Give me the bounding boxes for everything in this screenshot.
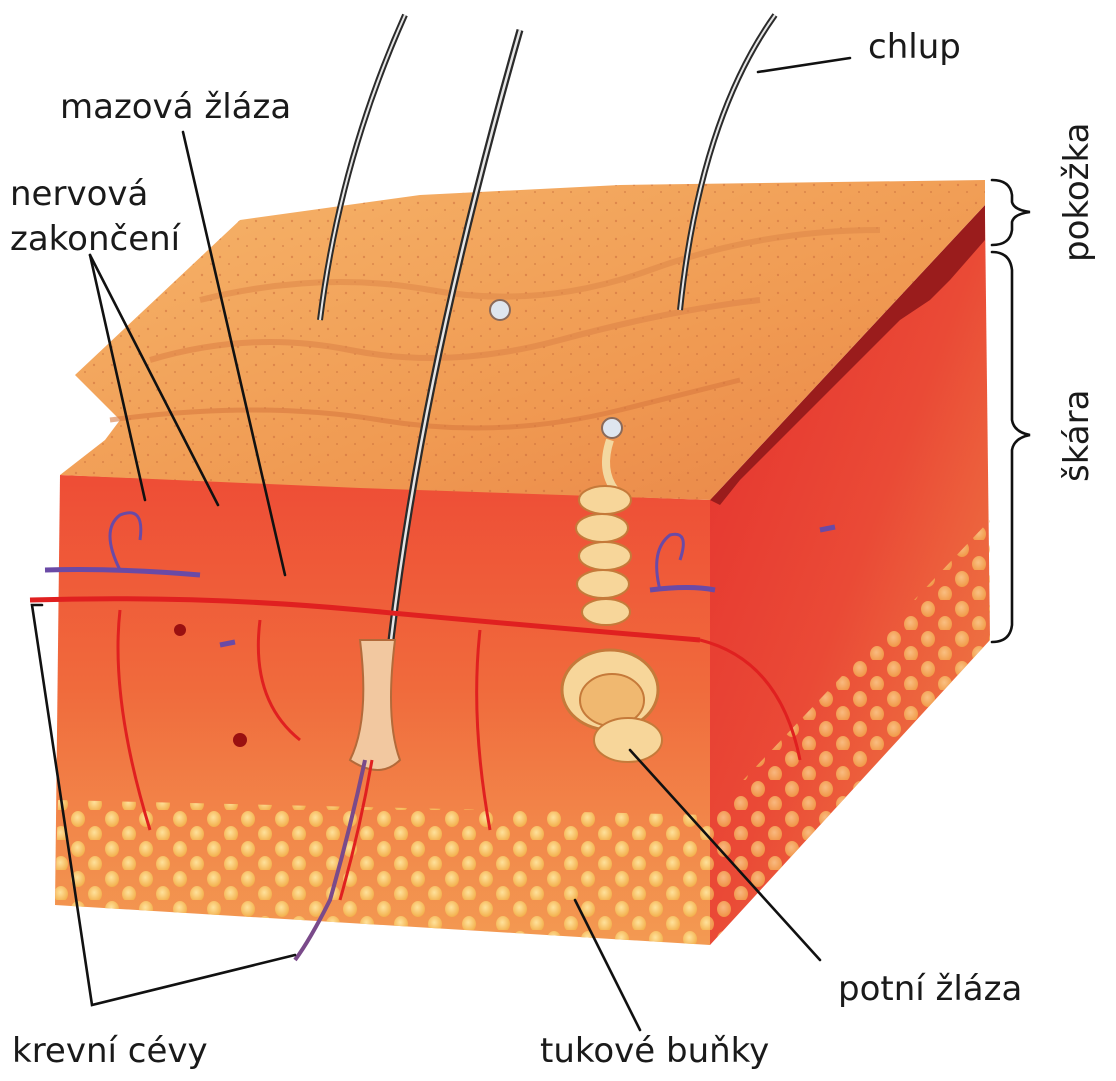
bracket-dermis: [992, 252, 1030, 642]
skin-block: [55, 180, 990, 945]
label-epidermis: pokožka: [1057, 123, 1097, 262]
label-sweat-gland: potní žláza: [838, 969, 1022, 1009]
label-nerve-endings-2: zakončení: [10, 219, 182, 259]
label-dermis: škára: [1057, 390, 1097, 482]
label-hair: chlup: [868, 27, 961, 67]
fat-layer-front: [55, 800, 710, 945]
bracket-epidermis: [992, 180, 1030, 245]
label-nerve-endings-1: nervová: [10, 174, 148, 214]
leader-hair: [758, 58, 850, 72]
label-sebaceous-gland: mazová žláza: [60, 87, 291, 127]
label-fat-cells: tukové buňky: [540, 1031, 769, 1071]
label-blood-vessels: krevní cévy: [12, 1031, 208, 1071]
